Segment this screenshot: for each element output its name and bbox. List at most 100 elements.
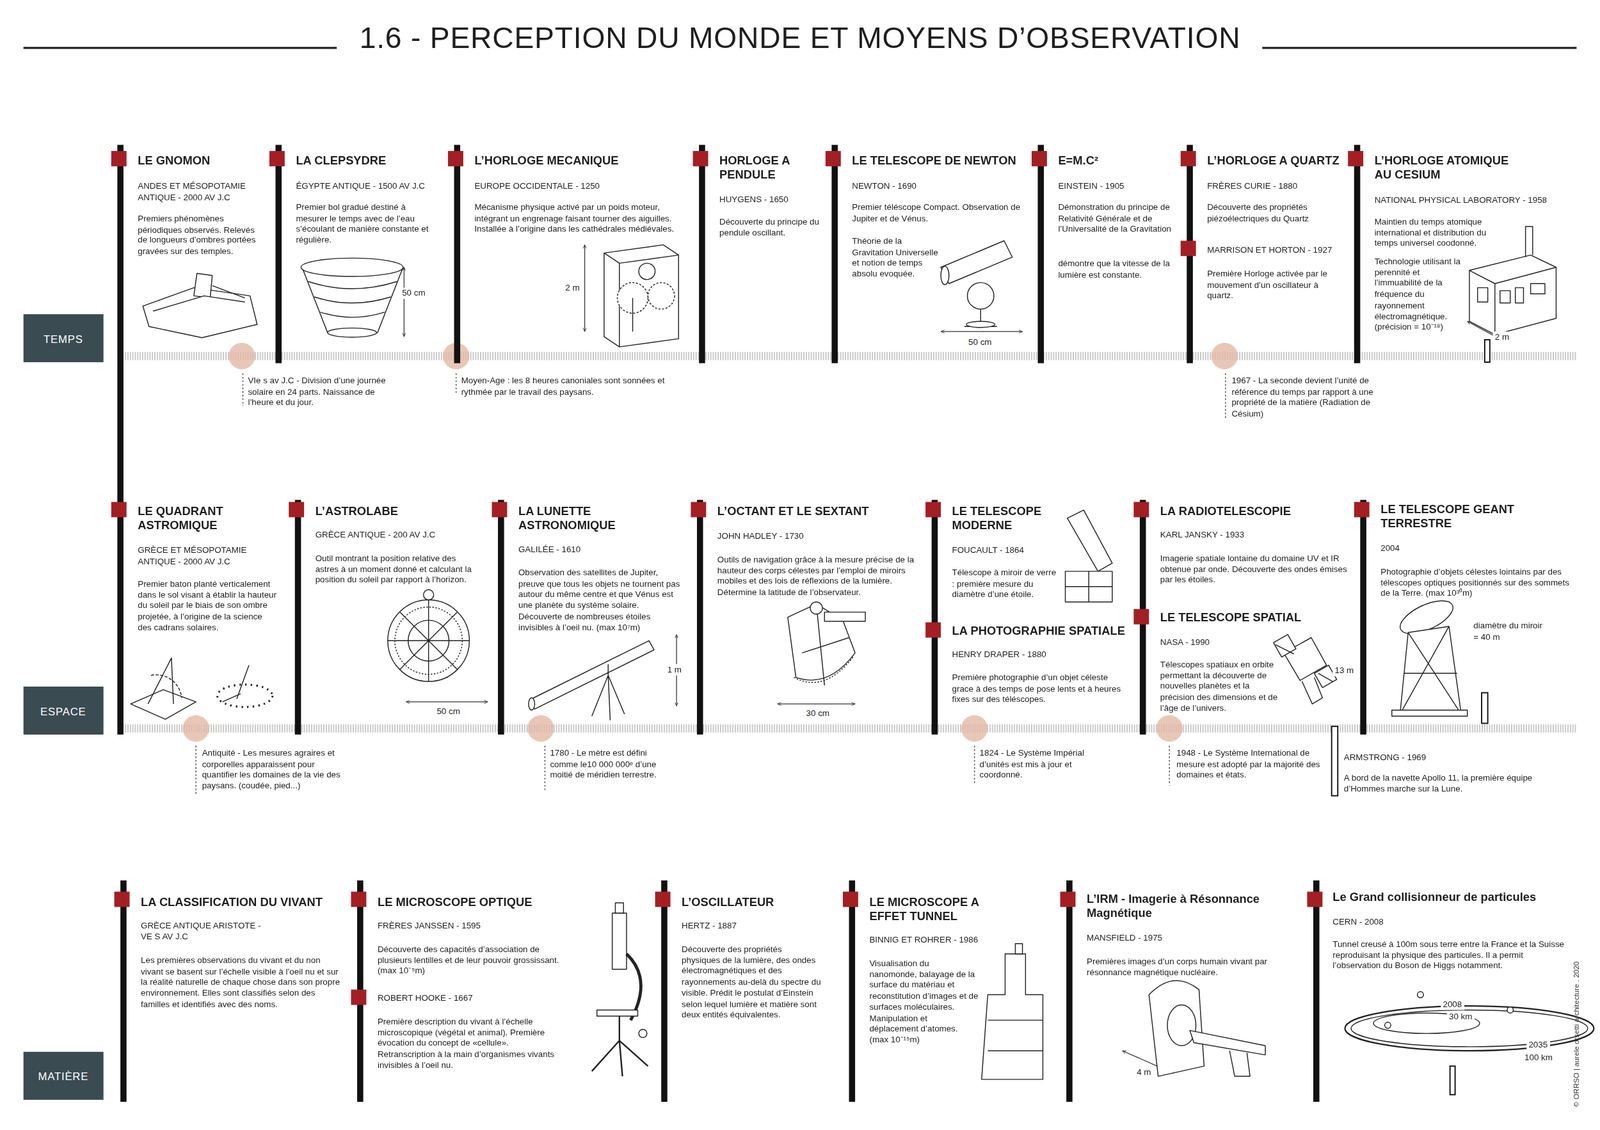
- date-circles: [182, 343, 1238, 742]
- entry-heading: LE MICROSCOPE A EFFET TUNNEL: [869, 896, 1007, 924]
- entry-body: Photographie d’objets célestes lointains…: [1380, 566, 1577, 600]
- entry-heading: L’HORLOGE MECANIQUE: [474, 154, 689, 169]
- timeline-bar: [454, 144, 461, 363]
- entry-heading: E=M.C²: [1057, 154, 1170, 169]
- entry-subheading: FOUCAULT - 1864: [952, 544, 1065, 556]
- entry-subheading: JOHN HADLEY - 1730: [717, 530, 902, 542]
- entry-body: Mécanisme physique activé par un poids m…: [474, 202, 684, 235]
- timeline-note: 1967 - La seconde devient l’unité de réf…: [1231, 375, 1375, 420]
- entry-marker: [448, 151, 464, 167]
- dimension-label: 1 m: [665, 664, 685, 676]
- entry-subheading: GALILÉE - 1610: [518, 544, 672, 555]
- entry-heading: LE QUADRANT ASTROMIQUE: [137, 504, 260, 533]
- timeline-bar: [120, 880, 127, 1103]
- entry-marker: [111, 151, 127, 167]
- entry-heading: LA CLASSIFICATION DU VIVANT: [140, 896, 356, 911]
- timeline-note: Moyen-Age : les 8 heures canoniales sont…: [461, 375, 681, 398]
- entry-body: Premiers phénomènes périodiques observés…: [137, 213, 265, 257]
- entry-heading: LE TELESCOPE DE NEWTON: [851, 154, 1036, 169]
- entry-marker: [114, 892, 130, 908]
- entry-subheading: FRÈRES CURIE - 1880: [1207, 180, 1345, 192]
- scale-markers: [1331, 339, 1490, 1096]
- row-label: TEMPS: [43, 332, 84, 345]
- entry-body: Premier baton planté verticalement dans …: [137, 578, 278, 633]
- dimension-label: 2008: [1440, 999, 1464, 1010]
- entry-body: Tunnel creusé à 100m sous terre entre la…: [1332, 938, 1566, 972]
- entry-heading: LA PHOTOGRAPHIE SPATIALE: [952, 624, 1147, 639]
- entry-marker: [842, 892, 859, 908]
- entry-subheading: EINSTEIN - 1905: [1057, 180, 1170, 192]
- row-label: MATIÈRE: [37, 1070, 89, 1083]
- entry-marker: [288, 501, 304, 518]
- entry-marker: [925, 622, 941, 639]
- entry-subheading: MARRISON ET HORTON - 1927: [1207, 245, 1350, 256]
- entry-subheading: MANSFIELD - 1975: [1086, 932, 1240, 944]
- dimension-label: 4 m: [1134, 1067, 1154, 1079]
- entry-body: Démonstration du principe de Relativité …: [1057, 202, 1179, 235]
- entry-body: Premier bol gradué destiné à mesurer le …: [295, 202, 434, 246]
- entry-marker: [1354, 501, 1370, 518]
- entry-body: Première description du vivant à l’échel…: [377, 1016, 564, 1071]
- entry-heading: LE MICROSCOPE OPTIQUE: [377, 896, 582, 911]
- note-leaders: [195, 373, 1226, 795]
- timeline-bar: [1038, 144, 1045, 363]
- entry-subheading: ROBERT HOOKE - 1667: [377, 992, 552, 1004]
- dimension-label: 2035: [1526, 1040, 1550, 1051]
- entry-subheading: EUROPE OCCIDENTALE - 1250: [474, 180, 679, 192]
- row-label: ESPACE: [40, 704, 86, 717]
- entry-heading: LA LUNETTE ASTRONOMIQUE: [518, 504, 636, 533]
- row-label-box: TEMPS: [23, 314, 104, 363]
- entry-body: Imagerie spatiale lontaine du domaine UV…: [1160, 552, 1357, 586]
- entry-subheading: HENRY DRAPER - 1880: [952, 648, 1116, 660]
- entry-body: Première photographie d’un objet céleste…: [952, 672, 1128, 706]
- timeline-bar: [849, 880, 856, 1103]
- timeline-bar: [1354, 144, 1361, 363]
- dimension-label: 30 km: [1447, 1011, 1475, 1023]
- timeline-bar: [661, 880, 668, 1103]
- entry-marker: [690, 501, 706, 518]
- entry-subheading: FRÈRES JANSSEN - 1595: [377, 920, 552, 932]
- entry-subheading: 2004: [1380, 542, 1483, 554]
- entry-body: Découverte des propriétés piézoélectriqu…: [1207, 202, 1332, 224]
- entry-body: Outil montrant la position relative des …: [315, 552, 481, 586]
- dimension-label: 13 m: [1332, 665, 1356, 677]
- entry-body: Visualisation du nanomonde, balayage de …: [869, 958, 979, 1046]
- entry-heading: LE GNOMON: [137, 154, 260, 169]
- entry-marker: [1306, 892, 1323, 908]
- entry-heading: LA RADIOTELESCOPIE: [1160, 504, 1355, 520]
- entry-heading: LE TELESCOPE MODERNE: [952, 504, 1065, 533]
- entry-heading: L’IRM - Imagerie à Résonnance Magnétique: [1086, 892, 1296, 921]
- entry-marker: [1060, 892, 1076, 908]
- entry-heading: L’ASTROLABE: [315, 504, 469, 520]
- title: 1.6 - PERCEPTION DU MONDE ET MOYENS D’OB…: [359, 20, 1241, 56]
- entry-subheading: GRÈCE ANTIQUE - 200 AV J.C: [315, 529, 479, 541]
- entry-subheading: ÉGYPTE ANTIQUE - 1500 AV J.C: [295, 180, 449, 192]
- timeline-bar: [931, 499, 939, 735]
- entry-subheading: GRÈCE ANTIQUE ARISTOTE - VE S AV J.C: [140, 920, 274, 943]
- entry-heading: L’HORLOGE A QUARTZ: [1207, 154, 1350, 169]
- entry-body: Télescopes spatiaux en orbite permettant…: [1160, 659, 1278, 714]
- dimension-label: 50 cm: [400, 288, 428, 299]
- entry-marker: [1347, 151, 1364, 167]
- entry-marker: [1180, 151, 1197, 167]
- timeline-note: VIe s av J.C - Division d’une journée so…: [247, 375, 391, 409]
- timeline-note: 1824 - Le Système Impérial d’unités est …: [979, 748, 1105, 781]
- timeline-bars: [111, 144, 1370, 1103]
- entry-heading: L’OCTANT ET LE SEXTANT: [717, 504, 922, 520]
- entry-body: Observation des satellites de Jupiter, p…: [518, 567, 684, 633]
- dimension-label: 100 km: [1522, 1052, 1555, 1064]
- dimension-arrows: [403, 245, 1505, 1074]
- row-label-box: MATIÈRE: [23, 1052, 104, 1101]
- entry-marker: [925, 501, 941, 518]
- entry-subheading: CERN - 2008: [1332, 916, 1486, 928]
- entry-subheading: ANDES ET MÉSOPOTAMIE ANTIQUE - 2000 AV J…: [137, 180, 265, 203]
- entry-marker: [350, 892, 367, 908]
- timeline-bar: [295, 499, 302, 735]
- entry-subheading: NATIONAL PHYSICAL LABORATORY - 1958: [1374, 195, 1574, 207]
- drawings: [130, 226, 1594, 1080]
- dimension-label: 2 m: [563, 282, 582, 294]
- entry-body: Théorie de la Gravitation Universelle et…: [851, 235, 944, 280]
- timeline-bar: [497, 499, 505, 735]
- timeline-note: 1948 - Le Système International de mesur…: [1176, 748, 1321, 781]
